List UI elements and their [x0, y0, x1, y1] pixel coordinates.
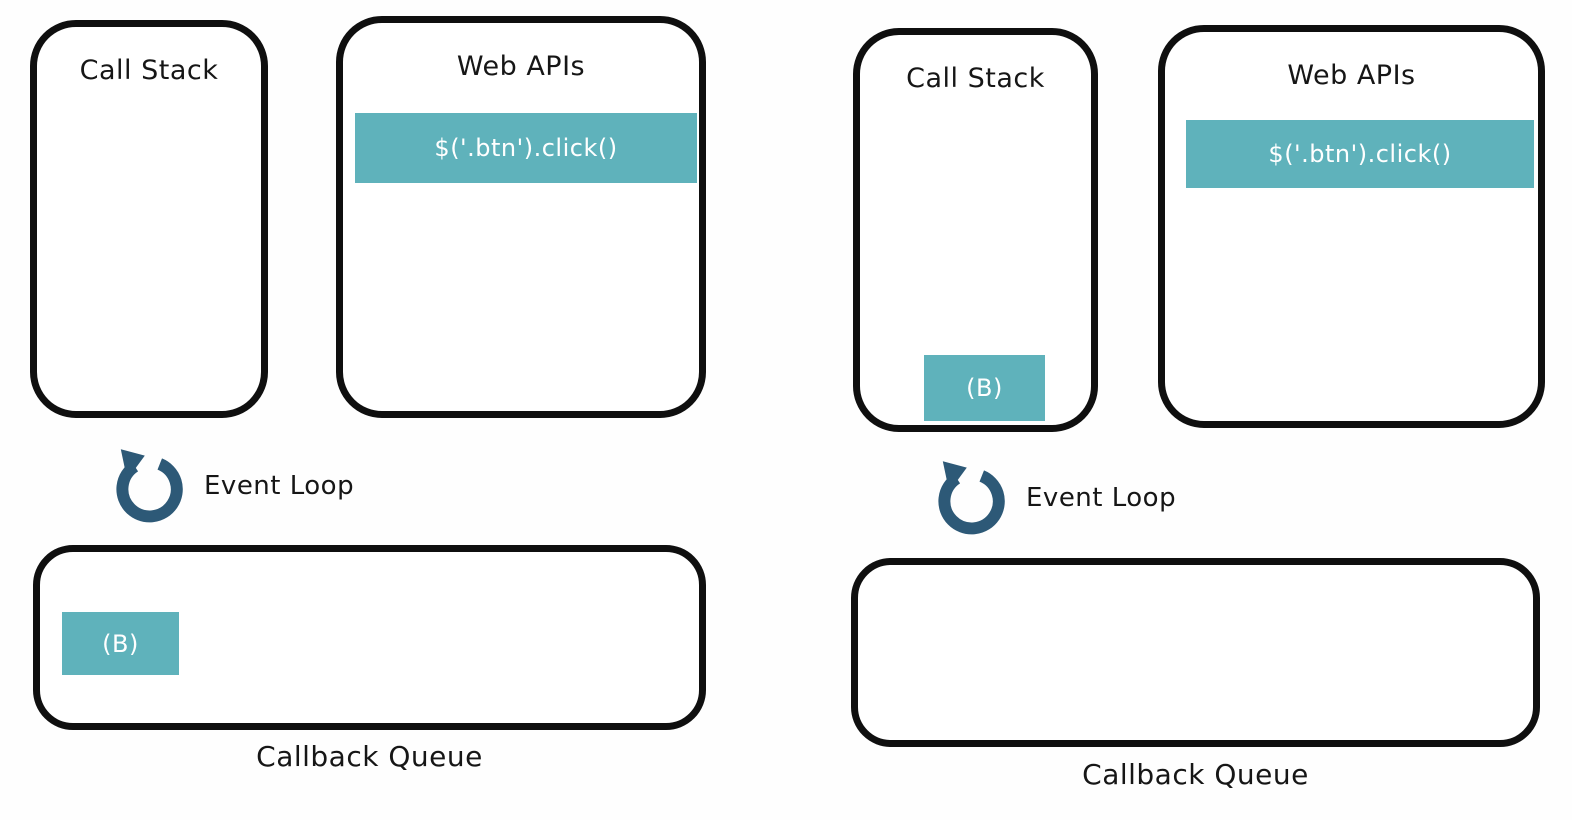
web-apis-title: Web APIs [456, 51, 586, 82]
call-stack-title: Call Stack [79, 55, 219, 86]
web-apis-box-left: Web APIs $('.btn').click() [336, 16, 706, 418]
callback-queue-task-block: (B) [62, 612, 179, 675]
event-loop-icon [938, 461, 1005, 535]
callback-queue-label: Callback Queue [1082, 758, 1309, 791]
call-stack-box-left: Call Stack [30, 20, 268, 418]
call-stack-box-right: Call Stack (B) [853, 28, 1098, 432]
event-loop-icon [116, 449, 183, 523]
event-loop-label: Event Loop [1026, 483, 1177, 513]
callback-queue-box-right [851, 558, 1540, 747]
web-api-task-block: $('.btn').click() [1186, 120, 1534, 188]
web-api-task-block: $('.btn').click() [355, 113, 697, 183]
call-stack-title: Call Stack [906, 63, 1045, 94]
callback-queue-label: Callback Queue [256, 740, 483, 773]
event-loop-left: Event Loop [108, 444, 354, 528]
web-apis-box-right: Web APIs $('.btn').click() [1158, 25, 1545, 428]
web-apis-title: Web APIs [1287, 60, 1416, 91]
event-loop-right: Event Loop [930, 456, 1176, 540]
callback-queue-box-left: (B) [33, 545, 706, 730]
call-stack-task-block: (B) [924, 355, 1045, 421]
event-loop-label: Event Loop [204, 471, 355, 501]
